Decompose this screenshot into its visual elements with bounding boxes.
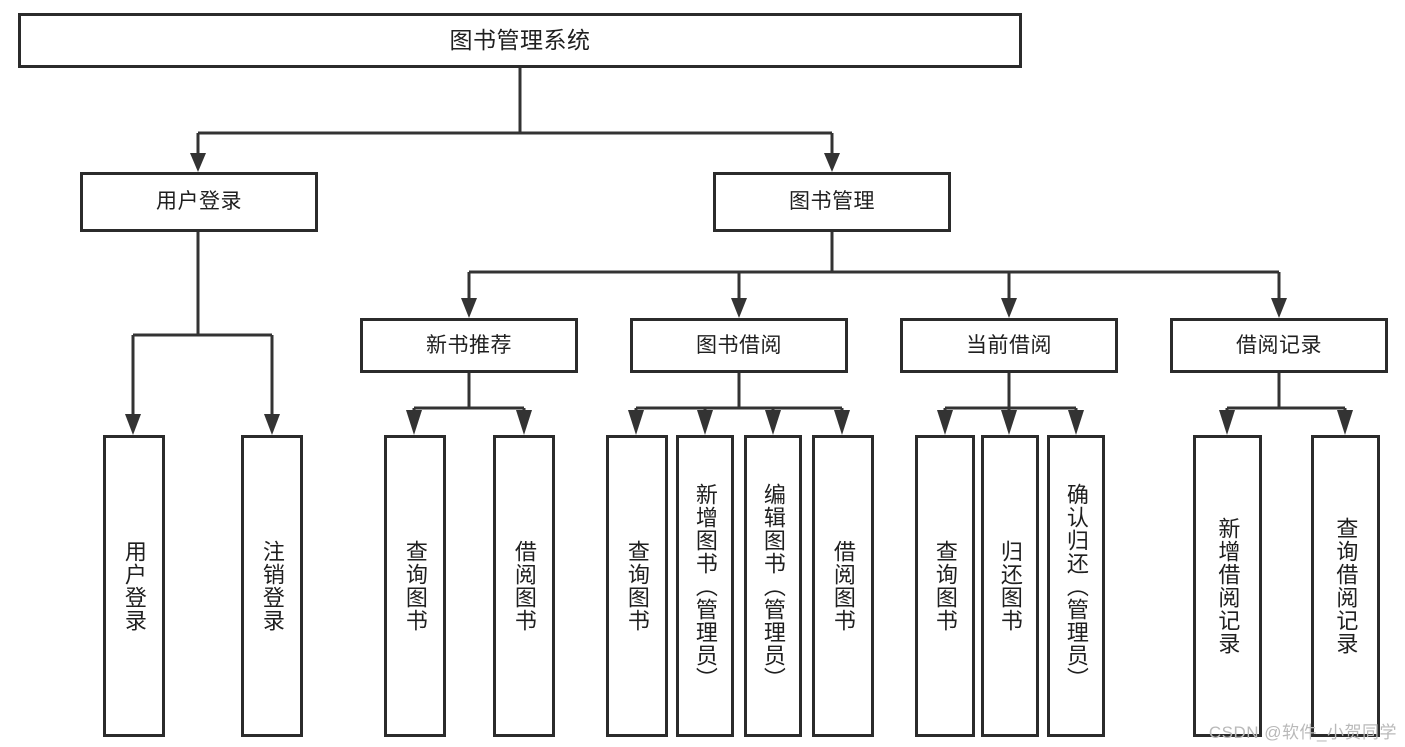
arrow-head-user-login [190, 153, 206, 172]
arrow-head-borrow-leaf-2 [697, 410, 713, 435]
leaf-user-login-login-label: 用户登录 [121, 540, 147, 632]
leaf-recommend-borrow-book-label: 借阅图书 [511, 540, 537, 632]
leaf-borrow-add-book-admin[interactable]: 新增图书（管理员） [676, 435, 734, 737]
leaf-record-add-record-label: 新增借阅记录 [1215, 517, 1241, 655]
leaf-borrow-borrow-book-label: 借阅图书 [830, 540, 856, 632]
arrow-head-login-leaf-2 [264, 414, 280, 435]
leaf-user-login-logout[interactable]: 注销登录 [241, 435, 303, 737]
arrow-head-tier2-4 [1271, 298, 1287, 318]
leaf-current-return-book[interactable]: 归还图书 [981, 435, 1039, 737]
arrow-head-tier2-3 [1001, 298, 1017, 318]
leaf-record-query-record[interactable]: 查询借阅记录 [1311, 435, 1380, 737]
node-book-management-label: 图书管理 [789, 190, 875, 214]
leaf-record-add-record[interactable]: 新增借阅记录 [1193, 435, 1262, 737]
arrow-head-borrow-leaf-3 [765, 410, 781, 435]
leaf-recommend-query-book-label: 查询图书 [402, 540, 428, 632]
arrow-head-recommend-leaf-1 [406, 410, 422, 435]
arrow-head-book-manage [824, 153, 840, 172]
node-user-login-label: 用户登录 [156, 190, 242, 214]
arrow-head-current-leaf-2 [1001, 410, 1017, 435]
node-book-management[interactable]: 图书管理 [713, 172, 951, 232]
arrow-head-borrow-leaf-4 [834, 410, 850, 435]
arrow-head-record-leaf-2 [1337, 410, 1353, 435]
leaf-current-query-book-label: 查询图书 [932, 540, 958, 632]
csdn-watermark: CSDN @软件_小贺同学 [1208, 723, 1397, 742]
node-new-book-recommend[interactable]: 新书推荐 [360, 318, 578, 373]
leaf-recommend-query-book[interactable]: 查询图书 [384, 435, 446, 737]
node-borrow-record-label: 借阅记录 [1236, 333, 1322, 357]
leaf-borrow-query-book[interactable]: 查询图书 [606, 435, 668, 737]
node-root-system-label: 图书管理系统 [449, 26, 591, 53]
leaf-current-query-book[interactable]: 查询图书 [915, 435, 975, 737]
arrow-head-current-leaf-3 [1068, 410, 1084, 435]
node-book-borrow[interactable]: 图书借阅 [630, 318, 848, 373]
leaf-borrow-borrow-book[interactable]: 借阅图书 [812, 435, 874, 737]
arrow-head-record-leaf-1 [1219, 410, 1235, 435]
arrow-head-tier2-1 [461, 298, 477, 318]
leaf-borrow-edit-book-admin[interactable]: 编辑图书（管理员） [744, 435, 802, 737]
leaf-current-return-book-label: 归还图书 [997, 540, 1023, 632]
node-borrow-record[interactable]: 借阅记录 [1170, 318, 1388, 373]
leaf-user-login-logout-label: 注销登录 [259, 540, 285, 632]
arrow-head-borrow-leaf-1 [628, 410, 644, 435]
arrow-head-tier2-2 [731, 298, 747, 318]
leaf-current-confirm-return-admin[interactable]: 确认归还（管理员） [1047, 435, 1105, 737]
leaf-user-login-login[interactable]: 用户登录 [103, 435, 165, 737]
node-new-book-recommend-label: 新书推荐 [426, 333, 512, 357]
node-user-login[interactable]: 用户登录 [80, 172, 318, 232]
node-book-borrow-label: 图书借阅 [696, 333, 782, 357]
leaf-borrow-query-book-label: 查询图书 [624, 540, 650, 632]
leaf-recommend-borrow-book[interactable]: 借阅图书 [493, 435, 555, 737]
leaf-current-confirm-return-admin-label: 确认归还（管理员） [1063, 482, 1089, 690]
leaf-borrow-add-book-admin-label: 新增图书（管理员） [692, 482, 718, 690]
arrow-head-recommend-leaf-2 [516, 410, 532, 435]
node-current-borrow-label: 当前借阅 [966, 333, 1052, 357]
leaf-borrow-edit-book-admin-label: 编辑图书（管理员） [760, 482, 786, 690]
node-root-system[interactable]: 图书管理系统 [18, 13, 1022, 68]
node-current-borrow[interactable]: 当前借阅 [900, 318, 1118, 373]
leaf-record-query-record-label: 查询借阅记录 [1333, 517, 1359, 655]
arrow-head-current-leaf-1 [937, 410, 953, 435]
arrow-head-login-leaf-1 [125, 414, 141, 435]
